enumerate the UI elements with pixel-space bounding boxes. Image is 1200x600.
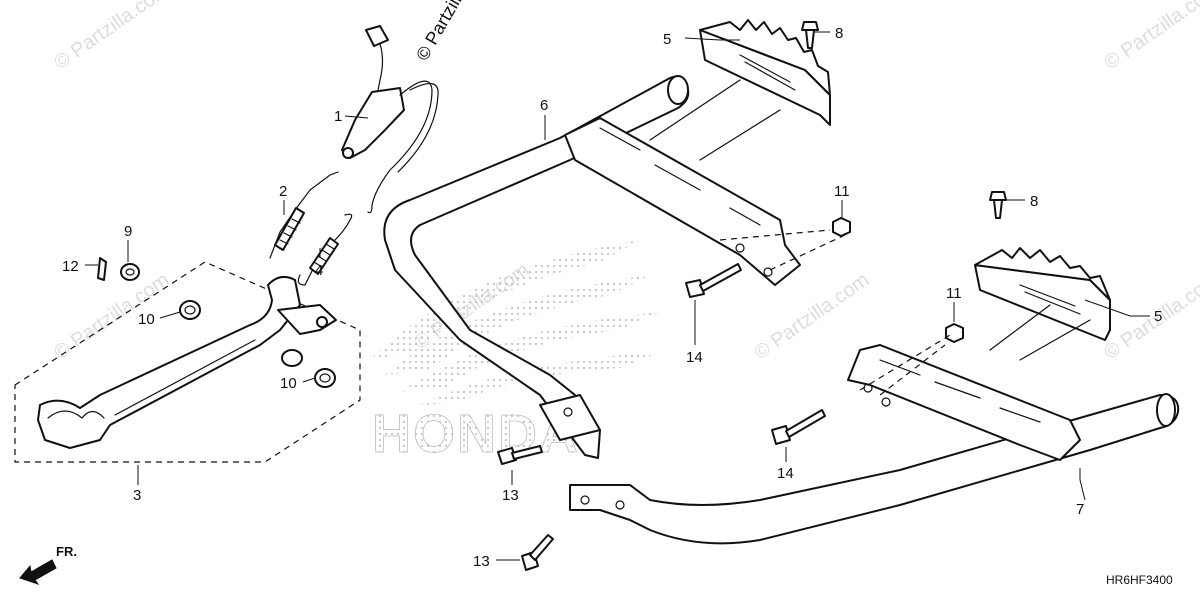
callout-1: 1 xyxy=(334,108,342,125)
callout-8-right: 8 xyxy=(1030,193,1038,210)
copyright-text: © Partzilla.com xyxy=(412,0,490,64)
seal-inner xyxy=(184,305,196,315)
brake-pedal xyxy=(37,275,301,449)
callout-14-right: 14 xyxy=(777,465,794,482)
cotter-pin-part-12 xyxy=(97,257,107,281)
step-plate-part-5-top xyxy=(699,19,831,126)
honda-wing-logo: HONDA xyxy=(370,240,660,464)
callout-8-top: 8 xyxy=(835,25,843,42)
bolt-part-13-lower xyxy=(521,534,554,571)
step-plate-part-5-right xyxy=(974,247,1111,341)
step-frame-part-6 xyxy=(383,75,801,459)
bolt-part-8-top xyxy=(801,21,819,49)
front-indicator: FR. xyxy=(19,544,77,585)
bolt-hole xyxy=(316,316,328,328)
watermark-text: © Partzilla.com xyxy=(1100,269,1200,364)
return-spring-part-2 xyxy=(269,171,339,259)
callout-10-left: 10 xyxy=(138,311,155,328)
pivot-boss xyxy=(281,349,303,367)
callout-3: 3 xyxy=(133,487,141,504)
callout-11-top: 11 xyxy=(834,183,850,200)
spring-part-4 xyxy=(297,213,353,286)
callout-14-left: 14 xyxy=(686,349,703,366)
diagram-code: HR6HF3400 xyxy=(1106,573,1173,587)
callout-13-upper: 13 xyxy=(502,487,519,504)
callout-6: 6 xyxy=(540,97,548,114)
watermark-text: © Partzilla.com xyxy=(750,269,873,364)
seal-inner xyxy=(319,373,331,383)
bolt-part-8-right xyxy=(989,191,1007,219)
front-arrow-icon xyxy=(19,559,57,585)
callout-4: 4 xyxy=(315,262,323,279)
seal-part-10 xyxy=(179,300,201,320)
watermark-text: © Partzilla.com xyxy=(50,0,173,74)
callout-10-right: 10 xyxy=(280,375,297,392)
callout-13-lower: 13 xyxy=(473,553,490,570)
brand-text: HONDA xyxy=(372,404,580,464)
callout-2: 2 xyxy=(279,183,287,200)
callout-5-top: 5 xyxy=(663,31,671,48)
front-label: FR. xyxy=(56,544,77,559)
brake-switch-part-1 xyxy=(341,25,439,214)
callouts: 1 2 3 4 5 5 6 7 8 8 9 10 10 11 11 12 13 … xyxy=(62,25,1162,570)
callout-9: 9 xyxy=(124,223,132,240)
step-frame-part-7 xyxy=(569,344,1180,545)
bolt-part-13-upper xyxy=(497,445,543,465)
brake-pedal-assembly xyxy=(14,261,361,463)
callout-5-right: 5 xyxy=(1154,308,1162,325)
watermark-text: © Partzilla.com xyxy=(1100,0,1200,74)
leader-lines xyxy=(85,31,1150,561)
pedal-detail xyxy=(47,410,105,419)
bolt-part-14-left xyxy=(685,263,742,298)
bolt-part-14-right xyxy=(771,409,826,445)
nut-part-11-top xyxy=(832,217,851,237)
assembly-outline xyxy=(14,261,361,463)
washer-part-9 xyxy=(120,263,140,281)
seal-part-10 xyxy=(314,368,336,388)
callout-7: 7 xyxy=(1076,501,1084,518)
watermark-text: © Partzilla.com xyxy=(50,269,173,364)
nut-part-11-right xyxy=(945,323,964,343)
callout-12: 12 xyxy=(62,258,79,275)
callout-11-right: 11 xyxy=(946,285,962,302)
pedal-detail xyxy=(114,339,256,416)
